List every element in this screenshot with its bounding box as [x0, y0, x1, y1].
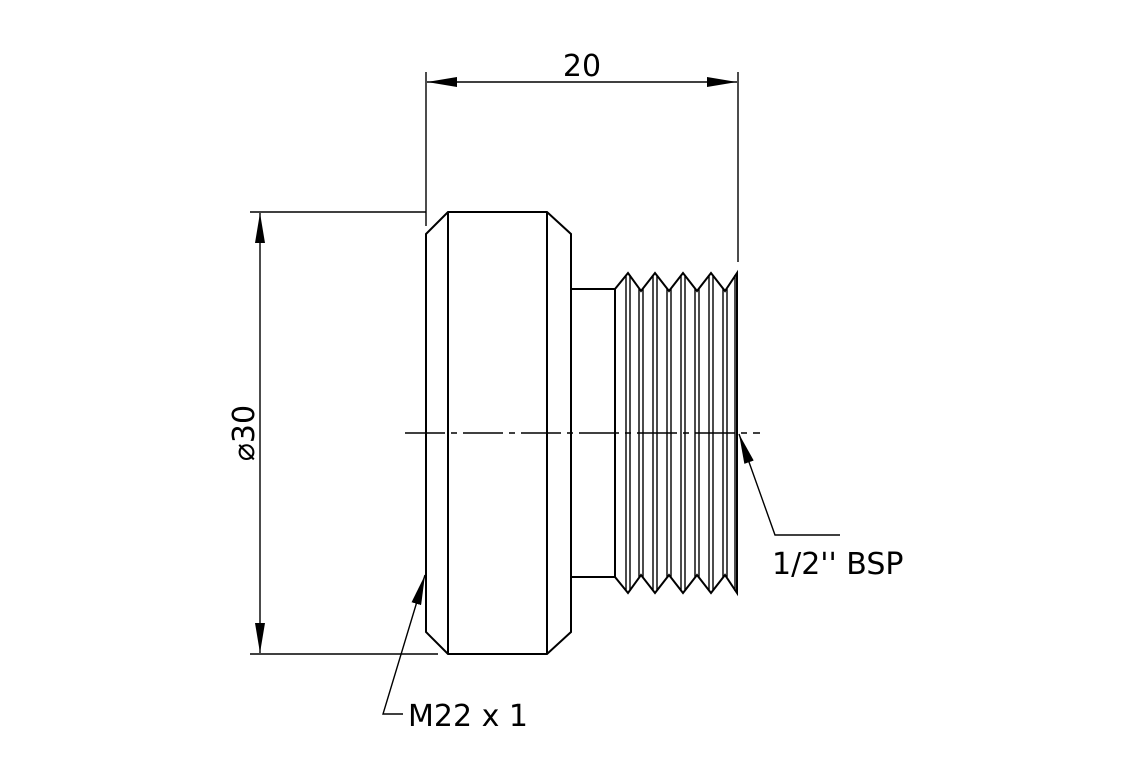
bsp-callout: 1/2'' BSP	[738, 433, 904, 582]
diameter-dimension: ⌀30	[227, 211, 438, 655]
diameter-dimension-label: ⌀30	[227, 405, 262, 461]
m22-callout: M22 x 1	[382, 574, 528, 734]
bsp-callout-label: 1/2'' BSP	[772, 547, 904, 582]
m22-callout-label: M22 x 1	[408, 699, 528, 734]
length-dimension-label: 20	[563, 49, 601, 84]
length-dimension: 20	[425, 49, 739, 262]
